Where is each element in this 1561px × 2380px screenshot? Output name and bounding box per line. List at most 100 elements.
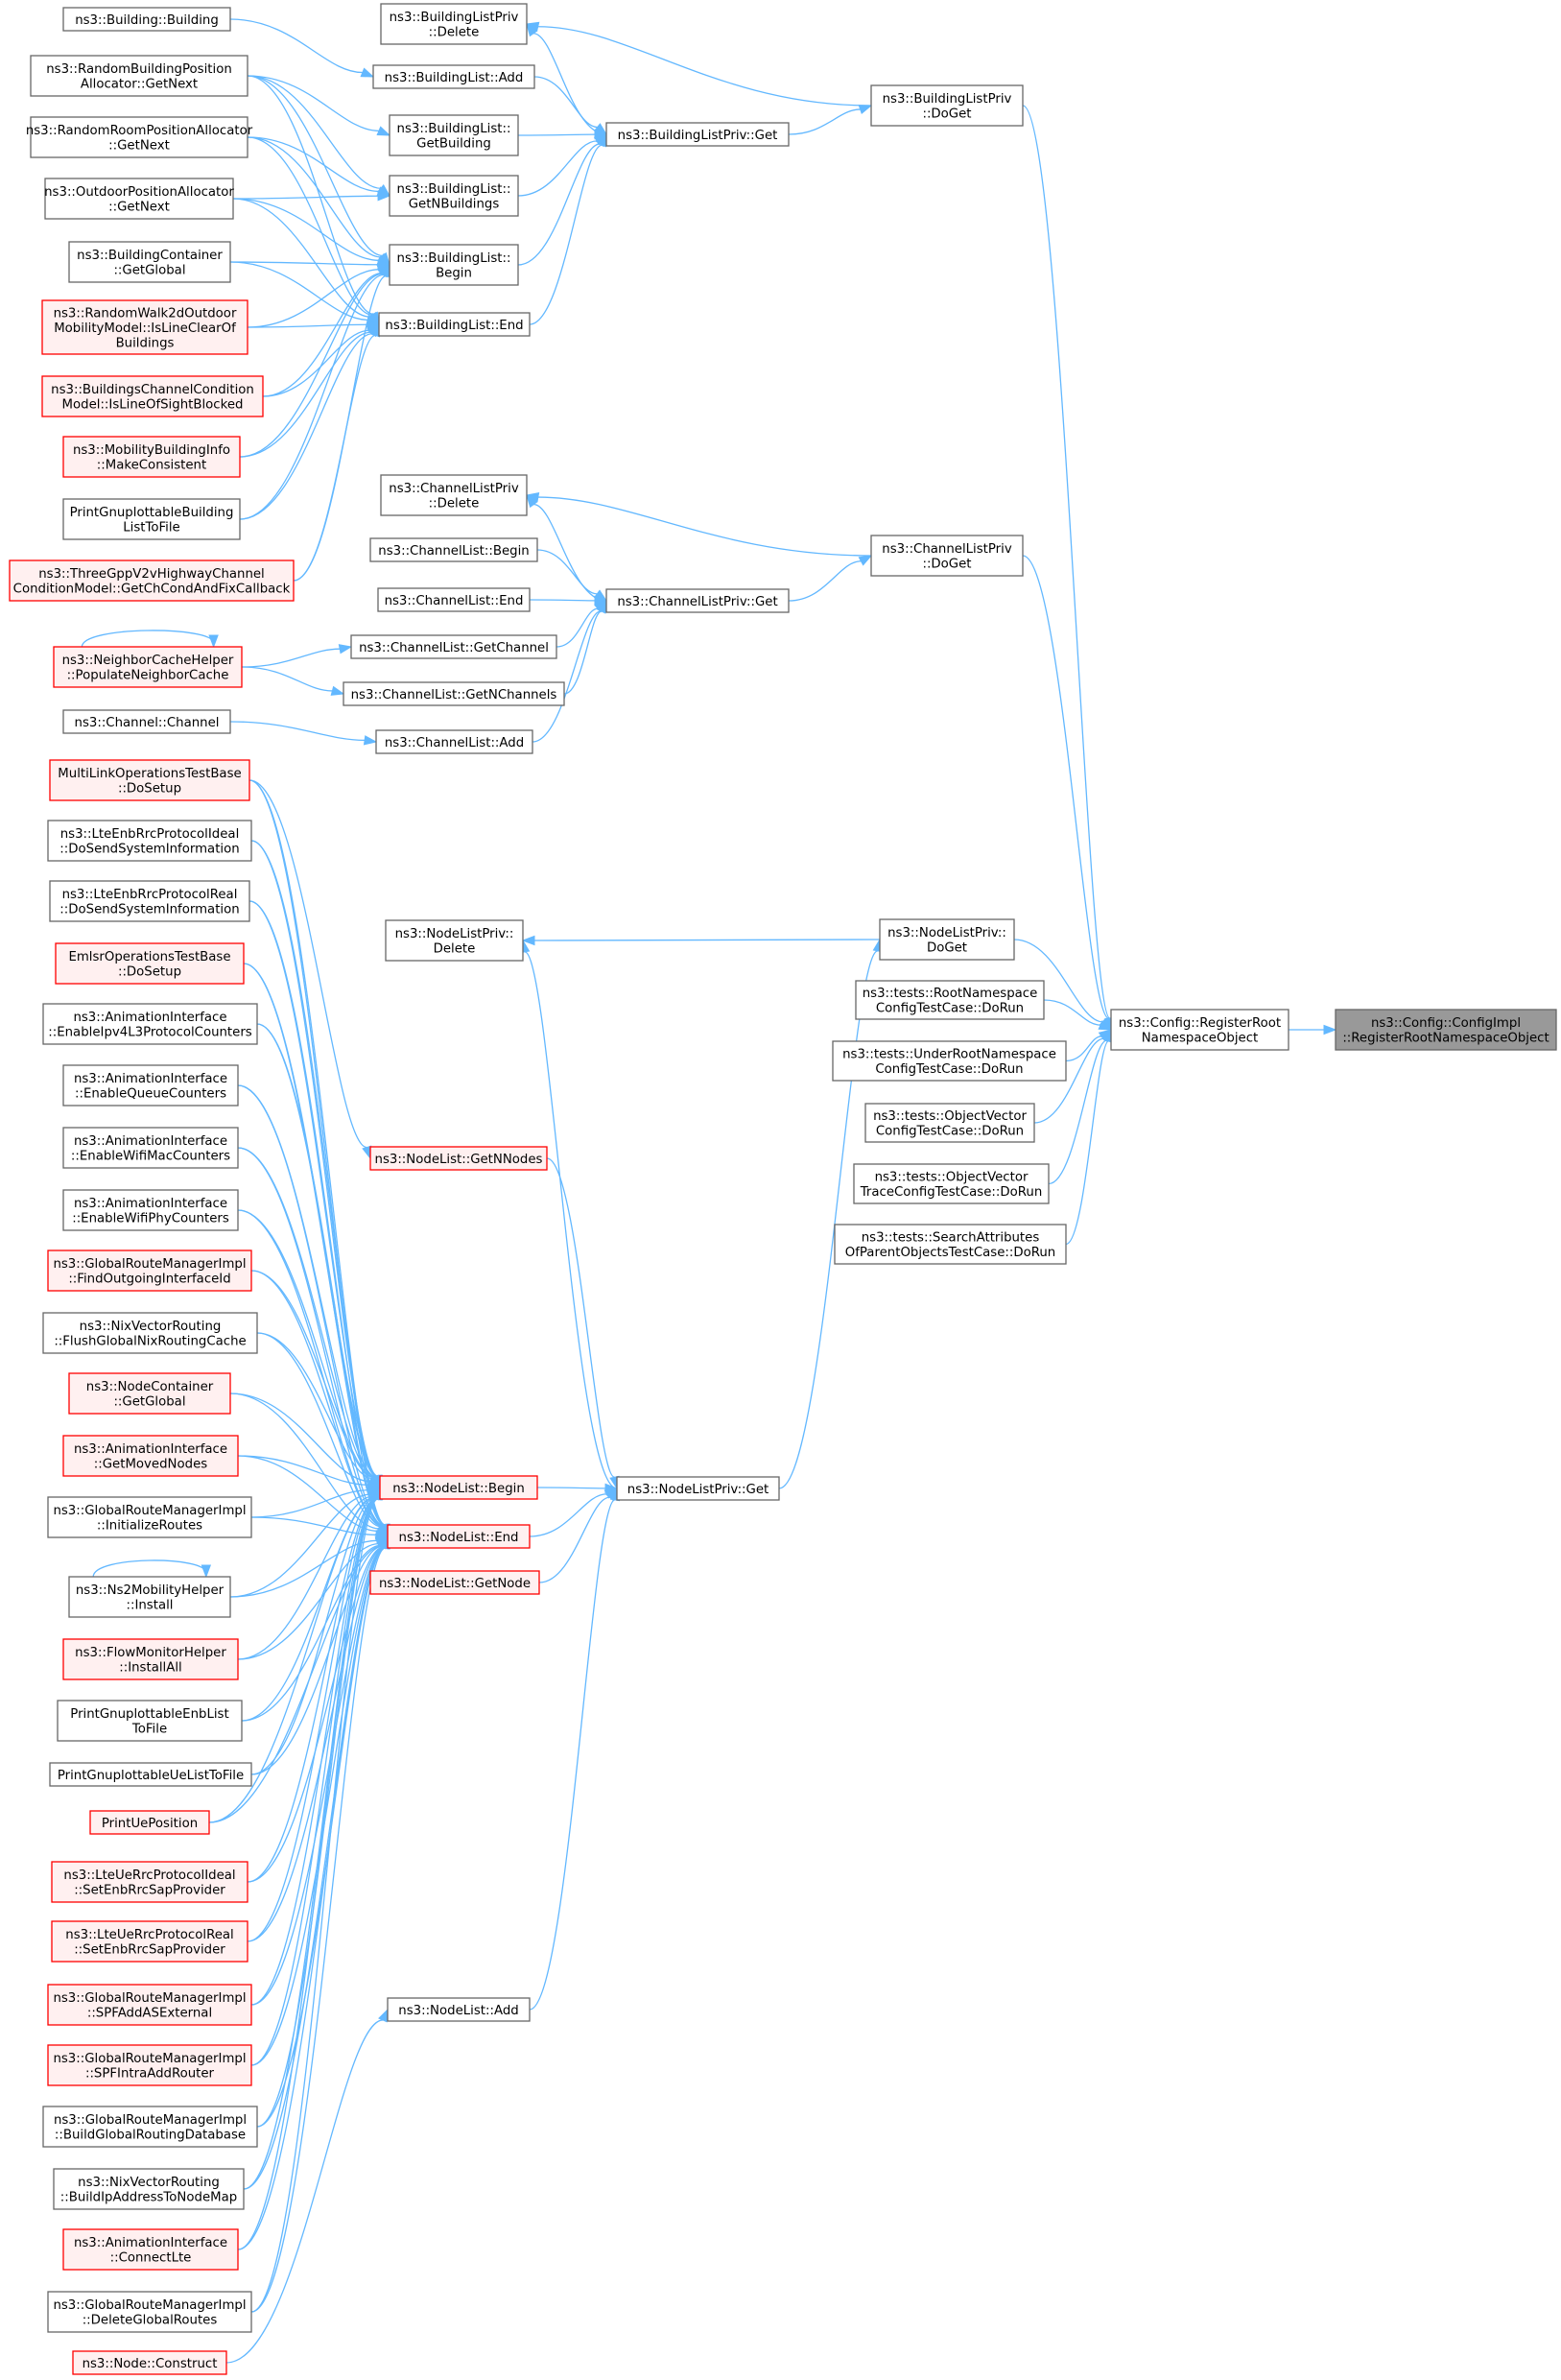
node-box	[62, 1435, 239, 1477]
graph-node-pgue[interactable]: PrintGnuplottableUeListToFile	[49, 1762, 252, 1787]
graph-node-ai5[interactable]: ns3::AnimationInterface::GetMovedNodes	[62, 1435, 239, 1477]
graph-node-nlbegin[interactable]: ns3::NodeList::Begin	[379, 1475, 538, 1500]
node-label: ::DeleteGlobalRoutes	[83, 2314, 218, 2328]
graph-node-nlpdelete[interactable]: ns3::NodeListPriv::Delete	[385, 919, 524, 962]
graph-node-nix1[interactable]: ns3::NixVectorRouting::FlushGlobalNixRou…	[42, 1312, 258, 1354]
graph-node-blend[interactable]: ns3::BuildingList::End	[378, 312, 531, 337]
graph-node-grm6[interactable]: ns3::GlobalRouteManagerImpl::DeleteGloba…	[47, 2291, 252, 2333]
graph-node-blgetn[interactable]: ns3::BuildingList::GetNBuildings	[389, 175, 519, 217]
graph-node-nlend[interactable]: ns3::NodeList::End	[387, 1524, 531, 1549]
graph-node-emlsr[interactable]: EmlsrOperationsTestBase::DoSetup	[55, 942, 245, 985]
graph-node-lteue1[interactable]: ns3::LteUeRrcProtocolIdeal::SetEnbRrcSap…	[51, 1861, 248, 1903]
graph-node-grm3[interactable]: ns3::GlobalRouteManagerImpl::SPFAddASExt…	[47, 1984, 252, 2026]
graph-node-opa[interactable]: ns3::OutdoorPositionAllocator::GetNext	[44, 178, 234, 220]
graph-node-t4[interactable]: ns3::tests::ObjectVectorTraceConfigTestC…	[853, 1163, 1050, 1204]
graph-node-nodec[interactable]: ns3::Node::Construct	[72, 2350, 227, 2375]
node-box	[879, 918, 1015, 961]
node-label: PrintGnuplottableEnbList	[70, 1707, 228, 1722]
call-edge	[532, 599, 607, 743]
call-edge	[529, 1487, 621, 2011]
graph-node-grm1[interactable]: ns3::GlobalRouteManagerImpl::FindOutgoin…	[47, 1250, 252, 1292]
graph-node-clgetch[interactable]: ns3::ChannelList::GetChannel	[350, 634, 557, 659]
graph-node-lteue2[interactable]: ns3::LteUeRrcProtocolReal::SetEnbRrcSapP…	[51, 1920, 248, 1963]
call-edge	[517, 133, 608, 197]
node-box	[389, 175, 519, 217]
graph-node-blpget[interactable]: ns3::BuildingListPriv::Get	[605, 122, 790, 147]
node-label: ns3::Building::Building	[75, 13, 219, 28]
graph-node-clpget[interactable]: ns3::ChannelListPriv::Get	[605, 588, 790, 613]
graph-node-ai4[interactable]: ns3::AnimationInterface::EnableWifiPhyCo…	[62, 1189, 239, 1231]
graph-node-blpdoget[interactable]: ns3::BuildingListPriv::DoGet	[870, 84, 1024, 127]
graph-node-nlgetnode[interactable]: ns3::NodeList::GetNode	[369, 1570, 540, 1595]
graph-node-cladd[interactable]: ns3::ChannelList::Add	[375, 729, 533, 754]
node-label: ToFile	[131, 1723, 167, 1737]
graph-node-clend[interactable]: ns3::ChannelList::End	[377, 587, 531, 612]
graph-node-nix2[interactable]: ns3::NixVectorRouting::BuildIpAddressToN…	[53, 2168, 245, 2210]
node-label: ns3::LteUeRrcProtocolIdeal	[63, 1868, 235, 1883]
node-label: ns3::GlobalRouteManagerImpl	[54, 2113, 247, 2128]
node-label: ::DoSetup	[118, 965, 181, 980]
graph-node-nlgetn[interactable]: ns3::NodeList::GetNNodes	[369, 1146, 548, 1171]
graph-node-building[interactable]: ns3::Building::Building	[62, 7, 231, 32]
call-edge	[525, 21, 872, 107]
graph-node-rbpa[interactable]: ns3::RandomBuildingPositionAllocator::Ge…	[30, 55, 248, 97]
graph-node-rw2d[interactable]: ns3::RandomWalk2dOutdoorMobilityModel::I…	[41, 299, 248, 355]
graph-node-mlo[interactable]: MultiLinkOperationsTestBase::DoSetup	[49, 759, 250, 801]
graph-node-grm5[interactable]: ns3::GlobalRouteManagerImpl::BuildGlobal…	[42, 2106, 258, 2148]
graph-node-t3[interactable]: ns3::tests::ObjectVectorConfigTestCase::…	[864, 1103, 1035, 1143]
graph-node-ai2[interactable]: ns3::AnimationInterface::EnableQueueCoun…	[62, 1064, 239, 1107]
node-box	[62, 436, 241, 478]
node-label: ns3::BuildingListPriv::Get	[618, 129, 778, 143]
graph-node-tgpp[interactable]: ns3::ThreeGppV2vHighwayChannelConditionM…	[9, 559, 295, 602]
graph-node-clpdoget[interactable]: ns3::ChannelListPriv::DoGet	[870, 535, 1024, 577]
node-box	[379, 1475, 538, 1500]
graph-node-grm4[interactable]: ns3::GlobalRouteManagerImpl::SPFIntraAdd…	[47, 2044, 252, 2086]
graph-node-t1[interactable]: ns3::tests::RootNamespaceConfigTestCase:…	[855, 980, 1045, 1020]
node-box	[380, 3, 528, 45]
graph-node-ai3[interactable]: ns3::AnimationInterface::EnableWifiMacCo…	[62, 1127, 239, 1169]
node-label: ns3::ThreeGppV2vHighwayChannel	[38, 567, 265, 582]
graph-node-mbi[interactable]: ns3::MobilityBuildingInfo::MakeConsisten…	[62, 436, 241, 478]
graph-node-nlpdoget[interactable]: ns3::NodeListPriv::DoGet	[879, 918, 1015, 961]
node-box	[68, 1576, 231, 1618]
graph-node-ltereal[interactable]: ns3::LteEnbRrcProtocolReal::DoSendSystem…	[49, 880, 250, 922]
graph-node-bccm[interactable]: ns3::BuildingsChannelConditionModel::IsL…	[41, 375, 264, 417]
graph-node-pue[interactable]: PrintUePosition	[89, 1810, 210, 1835]
call-edge	[1022, 555, 1114, 1032]
graph-node-nlpget[interactable]: ns3::NodeListPriv::Get	[616, 1476, 780, 1501]
graph-node-rrpa[interactable]: ns3::RandomRoomPositionAllocator::GetNex…	[26, 116, 253, 158]
node-box	[51, 1920, 248, 1963]
node-label: ns3::ChannelListPriv	[389, 482, 519, 496]
graph-node-ai1[interactable]: ns3::AnimationInterface::EnableIpv4L3Pro…	[42, 1003, 258, 1045]
graph-node-fmh[interactable]: ns3::FlowMonitorHelper::InstallAll	[62, 1638, 239, 1680]
graph-node-blpdelete[interactable]: ns3::BuildingListPriv::Delete	[380, 3, 528, 45]
graph-node-bladd[interactable]: ns3::BuildingList::Add	[372, 64, 535, 89]
graph-node-regroot[interactable]: ns3::Config::RegisterRootNamespaceObject	[1110, 1009, 1289, 1051]
graph-node-nch[interactable]: ns3::NeighborCacheHelper::PopulateNeighb…	[53, 646, 243, 688]
node-label: Allocator::GetNext	[81, 78, 198, 92]
graph-node-cfgimpl[interactable]: ns3::Config::ConfigImpl::RegisterRootNam…	[1335, 1009, 1557, 1051]
graph-node-chan[interactable]: ns3::Channel::Channel	[62, 709, 231, 734]
node-label: ns3::NixVectorRouting	[78, 2176, 220, 2190]
node-label: ::FlushGlobalNixRoutingCache	[54, 1335, 246, 1349]
graph-node-clgetn[interactable]: ns3::ChannelList::GetNChannels	[343, 681, 565, 706]
graph-node-grm2[interactable]: ns3::GlobalRouteManagerImpl::InitializeR…	[47, 1496, 252, 1538]
call-edge	[517, 132, 607, 266]
graph-node-blbegin[interactable]: ns3::BuildingList::Begin	[389, 244, 519, 286]
graph-node-lteideal[interactable]: ns3::LteEnbRrcProtocolIdeal::DoSendSyste…	[47, 820, 252, 862]
graph-node-ncgg[interactable]: ns3::NodeContainer::GetGlobal	[68, 1372, 231, 1415]
graph-node-ai6[interactable]: ns3::AnimationInterface::ConnectLte	[62, 2228, 239, 2271]
node-box	[41, 375, 264, 417]
call-edge	[247, 136, 391, 266]
graph-node-t2[interactable]: ns3::tests::UnderRootNamespaceConfigTest…	[832, 1040, 1067, 1082]
graph-node-ns2[interactable]: ns3::Ns2MobilityHelper::Install	[68, 1576, 231, 1618]
graph-node-blgetbuilding[interactable]: ns3::BuildingList::GetBuilding	[389, 114, 519, 156]
graph-node-t5[interactable]: ns3::tests::SearchAttributesOfParentObje…	[834, 1224, 1067, 1265]
graph-node-bcgg[interactable]: ns3::BuildingContainer::GetGlobal	[68, 241, 231, 283]
graph-node-clbegin[interactable]: ns3::ChannelList::Begin	[369, 537, 538, 562]
node-box	[387, 1524, 531, 1549]
graph-node-nladd[interactable]: ns3::NodeList::Add	[387, 1997, 531, 2022]
graph-node-clpdelete[interactable]: ns3::ChannelListPriv::Delete	[380, 474, 528, 516]
